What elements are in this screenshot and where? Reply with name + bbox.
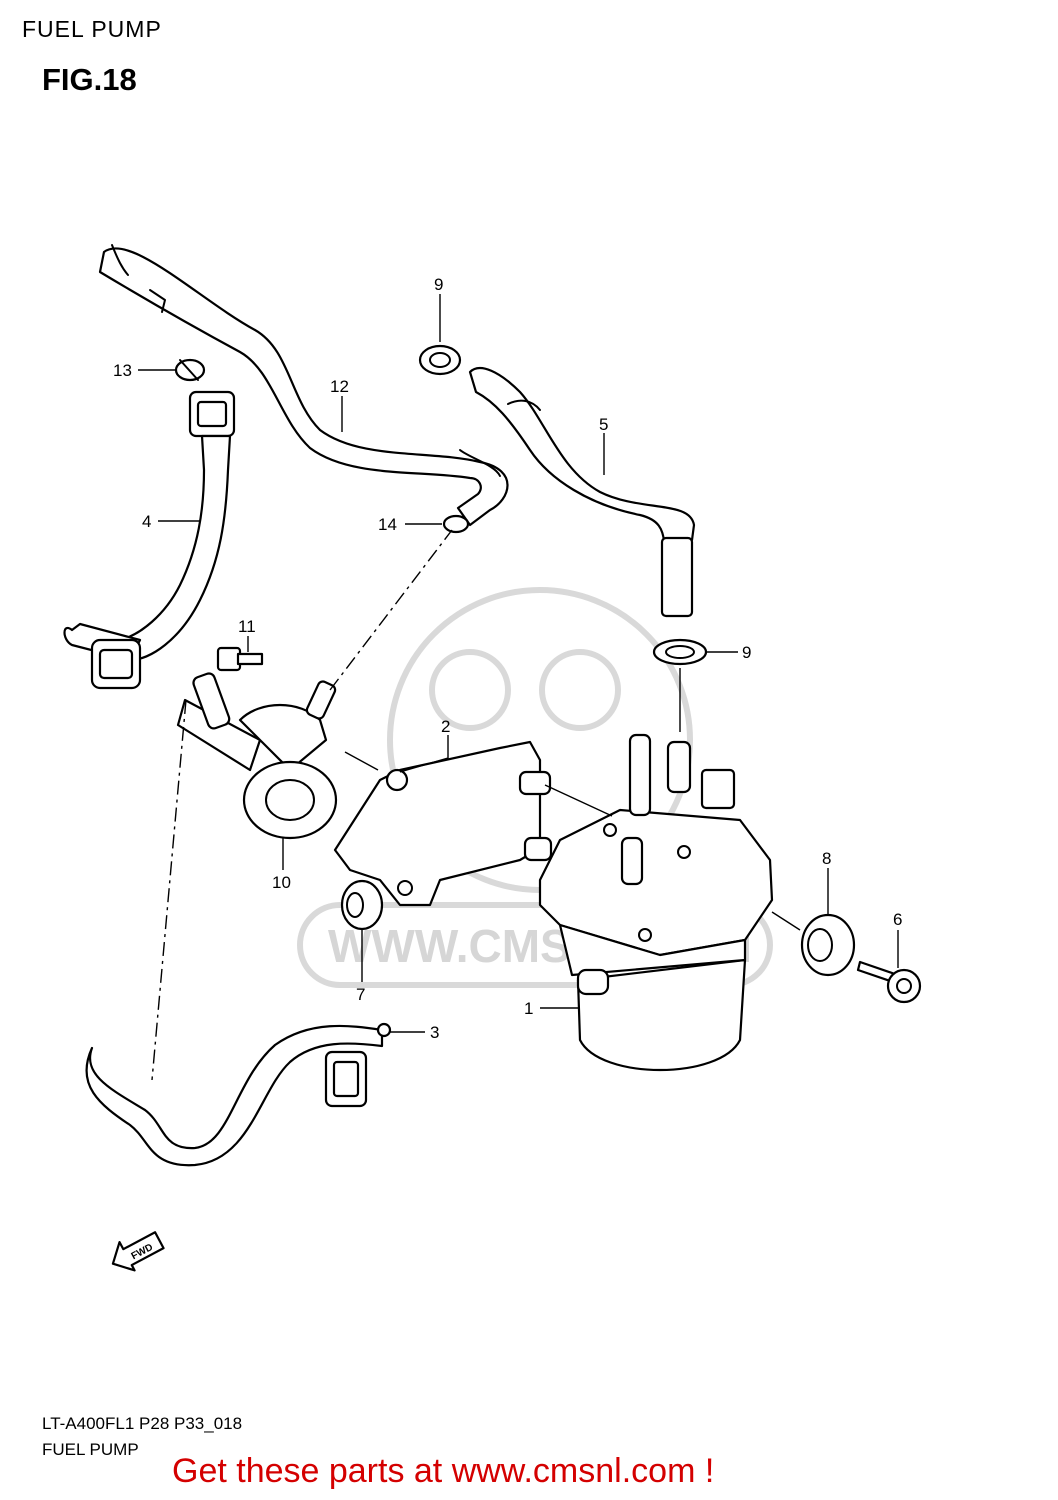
part-10-regulator <box>176 672 338 840</box>
callout-6: 6 <box>893 910 902 929</box>
callout-8: 8 <box>822 849 831 868</box>
callout-11: 11 <box>238 617 256 636</box>
part-4-harness <box>63 390 236 690</box>
callouts: 1 2 3 4 5 6 7 8 9 9 10 11 12 13 14 <box>113 275 902 1042</box>
assembly-lines <box>151 529 801 1081</box>
part-7-grommet <box>340 879 384 931</box>
part-3-harness <box>85 1022 392 1167</box>
callout-4: 4 <box>142 512 151 531</box>
fwd-arrow-icon: FWD <box>111 1231 165 1272</box>
footer-caption: FUEL PUMP <box>42 1440 139 1459</box>
part-1-fuel-pump <box>538 733 774 1071</box>
part-11-bolt <box>216 646 264 672</box>
callout-9-upper: 9 <box>434 275 443 294</box>
footer-model-code: LT-A400FL1 P28 P33_018 <box>42 1414 243 1433</box>
cta-link[interactable]: Get these parts at www.cmsnl.com ! <box>172 1452 715 1490</box>
part-5-fuel-hose <box>468 367 696 618</box>
part-8-grommet <box>800 913 856 977</box>
leader-lines <box>138 294 899 1033</box>
callout-1: 1 <box>524 999 533 1018</box>
page-header-title: FUEL PUMP <box>22 16 162 42</box>
callout-10: 10 <box>272 873 291 892</box>
callout-5: 5 <box>599 415 608 434</box>
part-9-clamp-lower <box>652 638 708 666</box>
callout-7: 7 <box>356 985 365 1004</box>
callout-3: 3 <box>430 1023 439 1042</box>
callout-13: 13 <box>113 361 132 380</box>
part-14-clamp <box>442 514 470 534</box>
part-2-bracket <box>333 740 553 907</box>
part-9-clamp-upper <box>418 344 462 376</box>
part-6-bolt <box>856 960 922 1004</box>
callout-12: 12 <box>330 377 349 396</box>
callout-9-lower: 9 <box>742 643 751 662</box>
callout-2: 2 <box>441 717 450 736</box>
callout-14: 14 <box>378 515 397 534</box>
part-13-clamp <box>174 358 206 382</box>
figure-number: FIG.18 <box>42 62 137 97</box>
part-12-fuel-hose <box>98 244 509 527</box>
